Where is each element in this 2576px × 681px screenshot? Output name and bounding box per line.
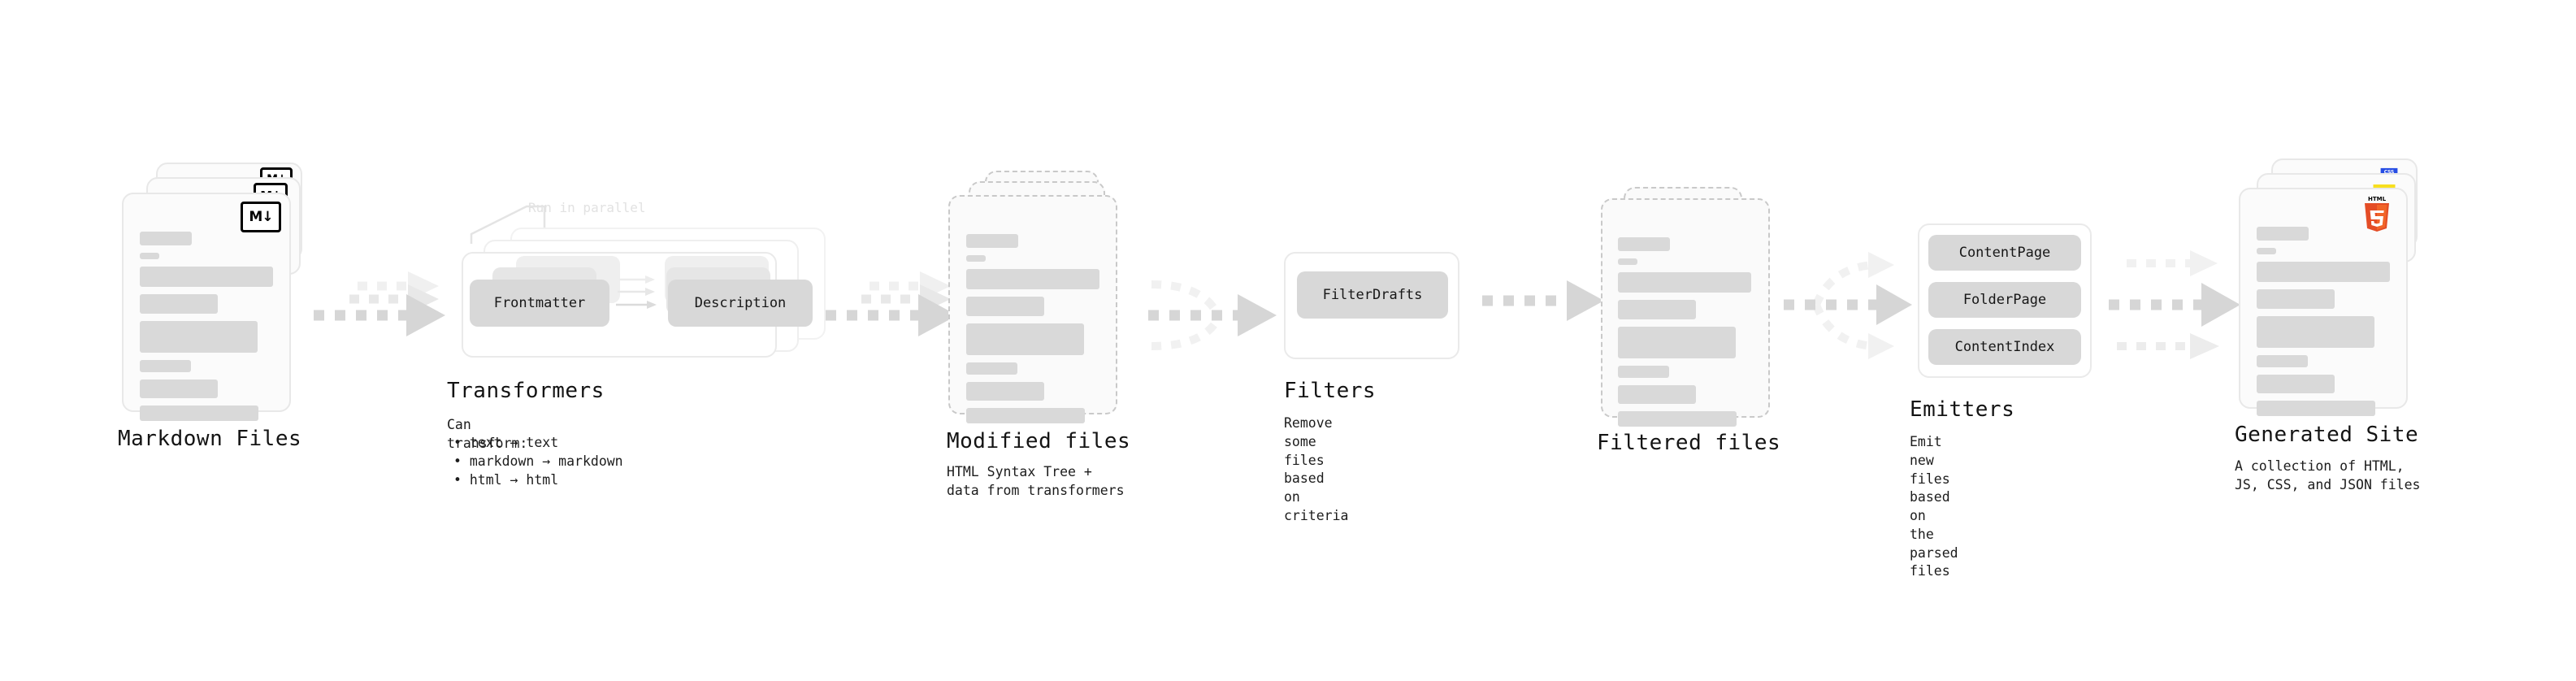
stage-generated-site: CSS JS HTML Generated Site A collection … bbox=[2235, 158, 2442, 492]
skeleton-bar bbox=[2257, 248, 2276, 254]
transform-bullet-item: • markdown → markdown bbox=[453, 453, 623, 469]
markdown-badge-front: M↓ bbox=[241, 202, 281, 232]
bullet-text: markdown → markdown bbox=[469, 453, 623, 469]
skeleton-bar bbox=[2257, 316, 2374, 348]
skeleton-bar bbox=[966, 269, 1099, 289]
html5-badge-icon: HTML bbox=[2365, 196, 2389, 232]
skeleton-bar bbox=[1618, 258, 1637, 265]
connector-filters-to-filtered bbox=[1482, 280, 1604, 321]
connector-modified-to-filters bbox=[1148, 280, 1277, 350]
skeleton-bar bbox=[140, 267, 273, 287]
svg-text:HTML: HTML bbox=[2368, 196, 2387, 202]
connector-markdown-to-transformers bbox=[314, 271, 445, 336]
transform-bullet-item: • html → html bbox=[453, 471, 559, 488]
skeleton-bar bbox=[966, 234, 1018, 248]
stage-title-transformers: Transformers bbox=[447, 379, 605, 403]
transformer-node-frontmatter[interactable]: Frontmatter bbox=[470, 280, 609, 327]
bullet-text: text → text bbox=[469, 435, 559, 450]
transformer-node-description[interactable]: Description bbox=[668, 280, 813, 327]
stage-subtitle-emitters: Emit new files based on the parsed files bbox=[1910, 434, 1958, 579]
skeleton-bar bbox=[966, 255, 986, 262]
skeleton-bar bbox=[1618, 385, 1696, 404]
transformer-inner-arrows bbox=[616, 275, 657, 309]
skeleton-bar bbox=[2257, 262, 2390, 282]
stage-title-modified-files: Modified files bbox=[947, 429, 1131, 453]
stage-markdown-files: M↓ M↓ M↓ Markdown Files bbox=[118, 163, 309, 451]
emitter-node-folderpage[interactable]: FolderPage bbox=[1928, 282, 2081, 318]
stage-title-filtered-files: Filtered files bbox=[1597, 431, 1781, 455]
skeleton-bar bbox=[140, 294, 218, 314]
filter-node-filterdrafts[interactable]: FilterDrafts bbox=[1297, 271, 1448, 319]
stage-title-filters: Filters bbox=[1284, 379, 1377, 403]
skeleton-bar bbox=[140, 380, 218, 398]
stage-subtitle-modified-files: HTML Syntax Tree + data from transformer… bbox=[947, 464, 1125, 498]
skeleton-bar bbox=[1618, 300, 1696, 319]
parallel-bracket-icon bbox=[470, 205, 546, 244]
skeleton-bar bbox=[1618, 366, 1669, 378]
site-file-stack: CSS JS HTML bbox=[2239, 158, 2442, 427]
skeleton-bar bbox=[966, 323, 1084, 355]
skeleton-bar bbox=[2257, 227, 2309, 241]
stage-subtitle-transformers: Can transform: bbox=[447, 417, 528, 451]
skeleton-bar bbox=[1618, 411, 1737, 427]
skeleton-bar bbox=[966, 382, 1044, 401]
file-skeleton-body bbox=[1618, 237, 1751, 434]
skeleton-bar bbox=[140, 406, 258, 421]
skeleton-bar bbox=[140, 253, 159, 259]
run-in-parallel-label: Run in parallel bbox=[528, 200, 646, 215]
skeleton-bar bbox=[1618, 272, 1751, 293]
stage-modified-files: Modified files HTML Syntax Tree + data f… bbox=[947, 171, 1146, 498]
skeleton-bar bbox=[1618, 327, 1736, 358]
connector-filtered-to-emitters bbox=[1784, 252, 1912, 359]
stage-filtered-files: Filtered files bbox=[1597, 187, 1788, 455]
emitter-node-contentindex[interactable]: ContentIndex bbox=[1928, 329, 2081, 365]
markdown-file-stack: M↓ M↓ M↓ bbox=[122, 163, 309, 421]
stage-subtitle-filters: Remove some files based on criteria bbox=[1284, 415, 1349, 523]
skeleton-bar bbox=[140, 321, 258, 353]
skeleton-bar bbox=[140, 360, 191, 372]
connector-emitters-to-site bbox=[2109, 250, 2240, 359]
skeleton-bar bbox=[966, 408, 1085, 423]
skeleton-bar bbox=[1618, 237, 1670, 251]
connector-transformers-to-modified bbox=[826, 271, 957, 336]
transform-bullet-item: • text → text bbox=[453, 435, 559, 450]
emitter-node-contentpage[interactable]: ContentPage bbox=[1928, 235, 2081, 271]
stage-title-markdown-files: Markdown Files bbox=[118, 427, 302, 451]
file-skeleton-body bbox=[966, 234, 1099, 431]
skeleton-bar bbox=[966, 297, 1044, 316]
file-skeleton-body bbox=[140, 232, 273, 428]
file-skeleton-body bbox=[2257, 227, 2390, 423]
stage-subtitle-generated-site: A collection of HTML, JS, CSS, and JSON … bbox=[2235, 458, 2421, 492]
transform-bullet-list: • text → text • markdown → markdown • ht… bbox=[453, 434, 623, 489]
skeleton-bar bbox=[2257, 289, 2335, 309]
skeleton-bar bbox=[2257, 355, 2308, 367]
skeleton-bar bbox=[140, 232, 192, 245]
stage-title-emitters: Emitters bbox=[1910, 397, 2015, 422]
modified-file-stack bbox=[948, 171, 1146, 423]
svg-text:CSS: CSS bbox=[2384, 170, 2395, 175]
bullet-text: html → html bbox=[469, 471, 559, 488]
skeleton-bar bbox=[2257, 375, 2335, 393]
skeleton-bar bbox=[966, 362, 1017, 375]
skeleton-bar bbox=[2257, 401, 2375, 416]
filtered-file-stack bbox=[1601, 187, 1788, 427]
stage-title-generated-site: Generated Site bbox=[2235, 423, 2419, 447]
